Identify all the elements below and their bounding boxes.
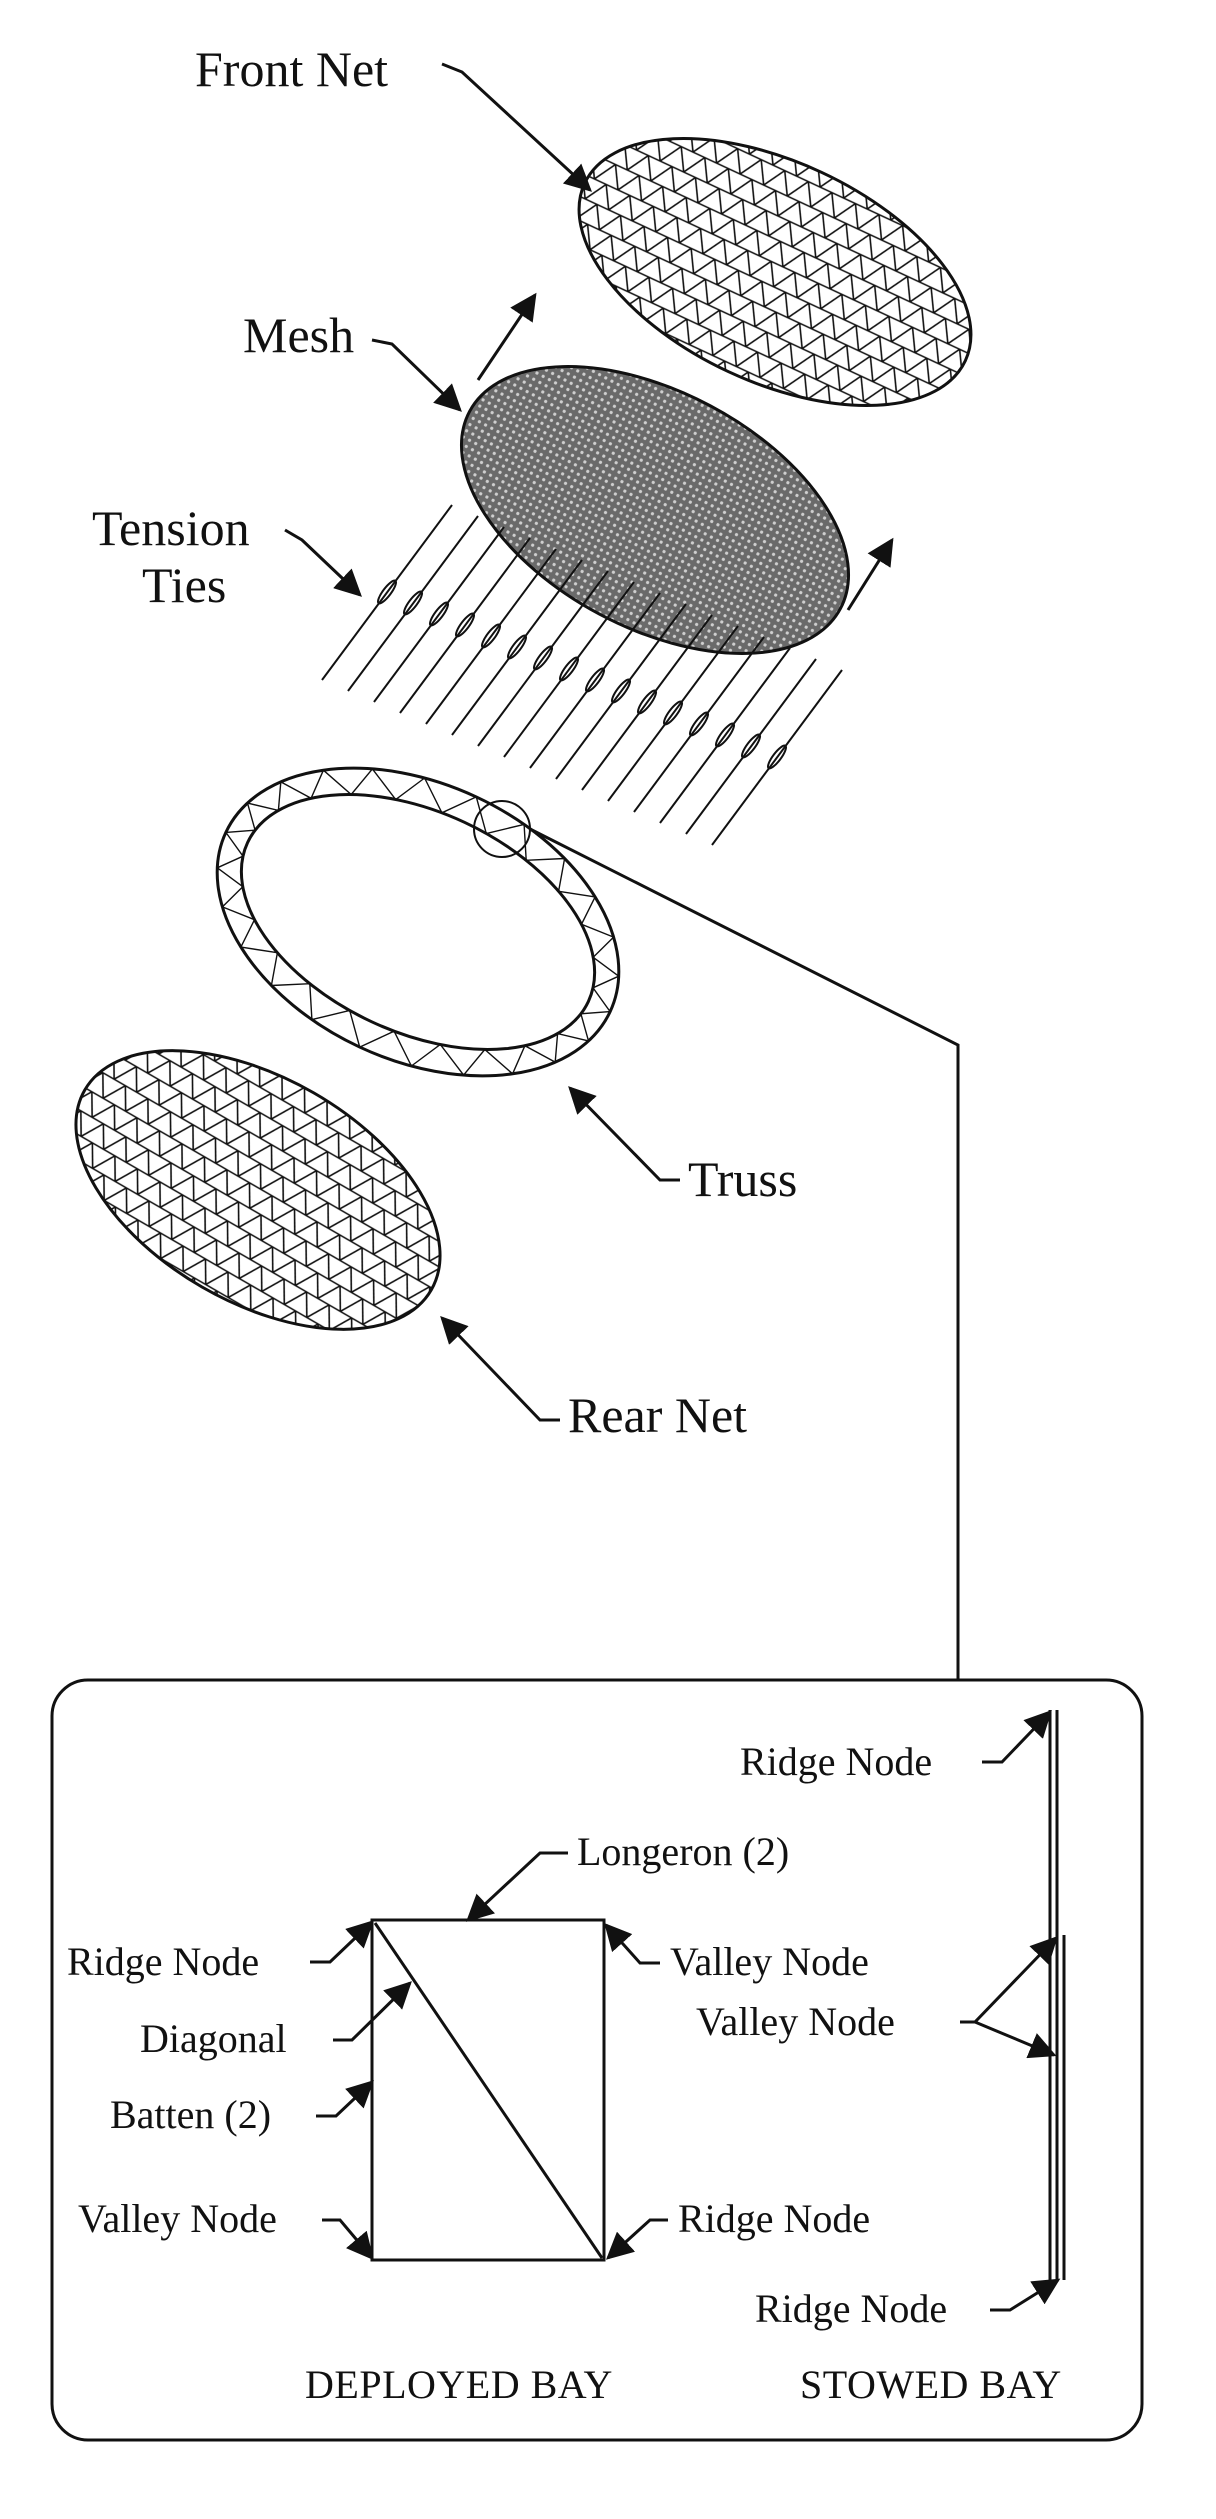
tension-tie-spring	[376, 579, 398, 605]
truss-label: Truss	[688, 1151, 797, 1207]
valley-node-leader-stowed-upper	[960, 1936, 1058, 2024]
ridge-node-leader-deployed-bottom	[605, 2218, 668, 2260]
stowed-bay-caption: STOWED BAY	[800, 2362, 1062, 2407]
ridge-node-leader-deployed-top	[310, 1920, 374, 1964]
tension-tie-spring	[428, 601, 450, 627]
tension-ties-label-line1: Tension	[92, 500, 250, 556]
tension-tie-spring	[610, 678, 632, 704]
tension-tie-spring	[766, 744, 788, 770]
mesh-leader	[371, 338, 462, 412]
rear-net-leader	[440, 1316, 560, 1422]
batten-leader	[316, 2080, 374, 2118]
mesh-label: Mesh	[243, 307, 354, 363]
ridge-node-label-deployed-bottom: Ridge Node	[678, 2196, 870, 2241]
tension-tie-spring	[584, 667, 606, 693]
mesh-tie-arrow-right	[846, 537, 894, 611]
tension-tie	[607, 625, 739, 802]
tension-tie-spring	[636, 689, 658, 715]
diagonal-label: Diagonal	[140, 2016, 287, 2061]
longeron-label: Longeron (2)	[577, 1829, 789, 1874]
tension-tie	[503, 581, 635, 758]
tension-ties	[321, 504, 843, 846]
front-net-leader	[441, 62, 592, 192]
rear-net-label: Rear Net	[568, 1387, 747, 1443]
valley-node-leader-deployed-top	[604, 1922, 660, 1965]
tension-tie	[581, 614, 713, 791]
tension-tie	[399, 537, 531, 714]
tension-tie-spring	[532, 645, 554, 671]
valley-node-label-deployed-top: Valley Node	[670, 1939, 869, 1984]
inset-callout-line	[529, 827, 960, 1680]
mesh	[459, 365, 851, 655]
valley-node-leader-deployed-bottom	[322, 2218, 374, 2261]
tension-tie	[477, 570, 609, 747]
ridge-node-label-stowed-bottom: Ridge Node	[755, 2286, 947, 2331]
tension-tie-spring	[662, 700, 684, 726]
stowed-bay	[1048, 1710, 1066, 2280]
batten-label: Batten (2)	[110, 2092, 271, 2137]
ridge-node-leader-stowed-top	[982, 1710, 1052, 1764]
deployed-bay	[370, 1918, 606, 2262]
front-net-label: Front Net	[195, 41, 388, 97]
tension-tie-spring	[688, 711, 710, 737]
valley-node-label-stowed: Valley Node	[696, 1999, 895, 2044]
tension-tie	[633, 636, 765, 813]
tension-tie	[685, 658, 817, 835]
deployed-bay-caption: DEPLOYED BAY	[305, 2362, 613, 2407]
valley-node-leader-stowed-lower	[974, 2020, 1057, 2059]
valley-node-label-deployed-bottom: Valley Node	[78, 2196, 277, 2241]
tension-tie-spring	[480, 623, 502, 649]
tension-tie-spring	[558, 656, 580, 682]
longeron-leader	[466, 1851, 568, 1922]
rear-net	[74, 1049, 442, 1331]
truss-members	[216, 768, 620, 1076]
tension-tie	[425, 548, 557, 725]
tension-tie	[711, 669, 843, 846]
tension-tie-spring	[454, 612, 476, 638]
diagonal-leader	[333, 1981, 412, 2042]
diagonal-member	[373, 1922, 604, 2259]
inset-box	[50, 1678, 1144, 2442]
tension-ties-label-line2: Ties	[142, 557, 226, 613]
tension-tie	[451, 559, 583, 736]
tension-tie	[321, 504, 453, 681]
tension-tie	[373, 526, 505, 703]
tension-tie-spring	[714, 722, 736, 748]
tension-tie-spring	[506, 634, 528, 660]
tension-tie	[555, 603, 687, 780]
ridge-node-label-stowed-top: Ridge Node	[740, 1739, 932, 1784]
tension-tie	[529, 592, 661, 769]
mesh-tie-arrow-top	[476, 292, 537, 381]
tension-tie-spring	[402, 590, 424, 616]
tension-tie	[659, 647, 791, 824]
ridge-node-leader-stowed-bottom	[990, 2278, 1061, 2312]
tension-ties-leader	[284, 528, 362, 597]
ridge-node-label-deployed-top: Ridge Node	[67, 1939, 259, 1984]
truss	[215, 766, 621, 1078]
tension-tie-spring	[740, 733, 762, 759]
tension-tie	[347, 515, 479, 692]
truss-leader	[568, 1086, 680, 1182]
